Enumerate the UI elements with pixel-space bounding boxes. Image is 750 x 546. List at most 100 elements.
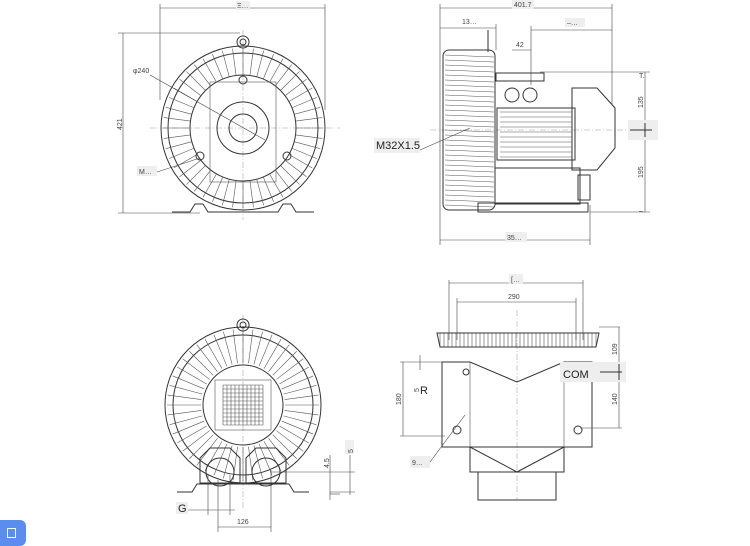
side-view: 401.7 13… –… 42 T. 135 195 – 35… M32X1.5 <box>374 0 658 245</box>
fin-line <box>249 48 254 76</box>
fin-line <box>276 358 304 380</box>
fin-line <box>212 53 223 80</box>
fin-line <box>288 87 313 102</box>
side-top-label: T. <box>639 73 645 80</box>
fin-line <box>444 89 495 93</box>
fin-line <box>281 375 314 390</box>
fin-line <box>182 358 210 380</box>
fin-line <box>269 58 284 83</box>
fin-line <box>444 129 495 133</box>
fin-line <box>275 64 292 87</box>
fin-line <box>223 445 233 479</box>
fin-line <box>444 84 495 88</box>
front-width-label: Ξ… <box>237 3 249 10</box>
fin-line <box>444 174 495 178</box>
fin-line <box>163 117 191 122</box>
fin-line <box>182 430 210 452</box>
fin-line <box>173 154 198 169</box>
fin-line <box>444 194 495 198</box>
thread-label: M… <box>139 169 152 176</box>
fin-line <box>444 54 495 58</box>
fin-line <box>172 420 205 435</box>
fin-line <box>249 180 254 208</box>
g-label: G <box>178 503 187 515</box>
front-height-label: 421 <box>117 118 124 130</box>
side-lower-label: 195 <box>638 166 645 178</box>
fin-line <box>444 144 495 148</box>
side-base-label: 35… <box>507 235 522 242</box>
fin-line <box>253 445 263 479</box>
fin-line <box>444 184 495 188</box>
foot-label: 5 <box>348 449 355 453</box>
fin-line <box>444 114 495 118</box>
fin-line <box>186 165 206 185</box>
fin-line <box>444 99 495 103</box>
top-overall-label: [… <box>511 277 520 284</box>
fin-line <box>281 420 314 435</box>
fin-line <box>283 385 317 395</box>
fin-line <box>444 74 495 78</box>
fin-line <box>186 71 206 91</box>
fin-line <box>223 331 233 365</box>
conduit-label: M32X1.5 <box>376 140 420 152</box>
fin-line <box>280 71 300 91</box>
rear-view: G 126 4.5 5 <box>164 315 355 532</box>
fin-line <box>276 430 304 452</box>
fin-line <box>272 351 297 376</box>
fin-line <box>253 331 263 365</box>
fin-line <box>444 59 495 63</box>
fin-line <box>168 148 195 159</box>
fin-line <box>169 415 203 425</box>
fin-line <box>167 410 202 416</box>
fin-line <box>232 180 237 208</box>
upper-height-label: 109 <box>612 343 619 355</box>
fin-line <box>179 160 202 177</box>
fin-line <box>444 104 495 108</box>
terminal-spacing-label: 42 <box>516 42 524 49</box>
fin-line <box>202 58 217 83</box>
center-mark <box>630 123 652 137</box>
fin-line <box>444 64 495 68</box>
com-center-mark <box>600 364 622 380</box>
fin-line <box>263 339 282 369</box>
fin-line <box>232 48 237 76</box>
fin-line <box>279 425 309 444</box>
fin-line <box>295 117 323 122</box>
fin-line <box>444 94 495 98</box>
fin-line <box>288 154 313 169</box>
fin-line <box>169 385 203 395</box>
fin-line <box>280 165 300 185</box>
fin-line <box>232 329 238 364</box>
fin-line <box>295 134 323 139</box>
fin-line <box>213 334 228 367</box>
fin-line <box>194 169 211 192</box>
fin-line <box>258 443 273 476</box>
fin-line <box>212 176 223 203</box>
fin-line <box>283 415 317 425</box>
fin-line <box>189 434 214 459</box>
fin-line <box>268 344 290 372</box>
side-left-label: 13… <box>462 19 477 26</box>
port-spacing-label: 126 <box>237 519 249 526</box>
fin-line <box>269 173 284 198</box>
fin-line <box>444 199 495 203</box>
fin-line <box>444 154 495 158</box>
fin-line <box>275 169 292 192</box>
r-label: R <box>420 385 428 397</box>
fin-line <box>163 134 191 139</box>
fin-line <box>444 139 495 143</box>
side-bottom-label: – <box>639 208 643 215</box>
fin-line <box>284 410 319 416</box>
fin-line <box>196 344 218 372</box>
fin-line <box>202 173 217 198</box>
corner-button[interactable] <box>0 520 26 546</box>
mount-spacing-label: 290 <box>508 294 520 301</box>
diameter-label: φ240 <box>133 68 149 75</box>
hole-label: 9… <box>412 460 423 467</box>
fin-line <box>263 176 274 203</box>
fin-line <box>444 124 495 128</box>
fin-line <box>189 351 214 376</box>
fin-line <box>213 443 228 476</box>
fin-line <box>256 179 264 206</box>
